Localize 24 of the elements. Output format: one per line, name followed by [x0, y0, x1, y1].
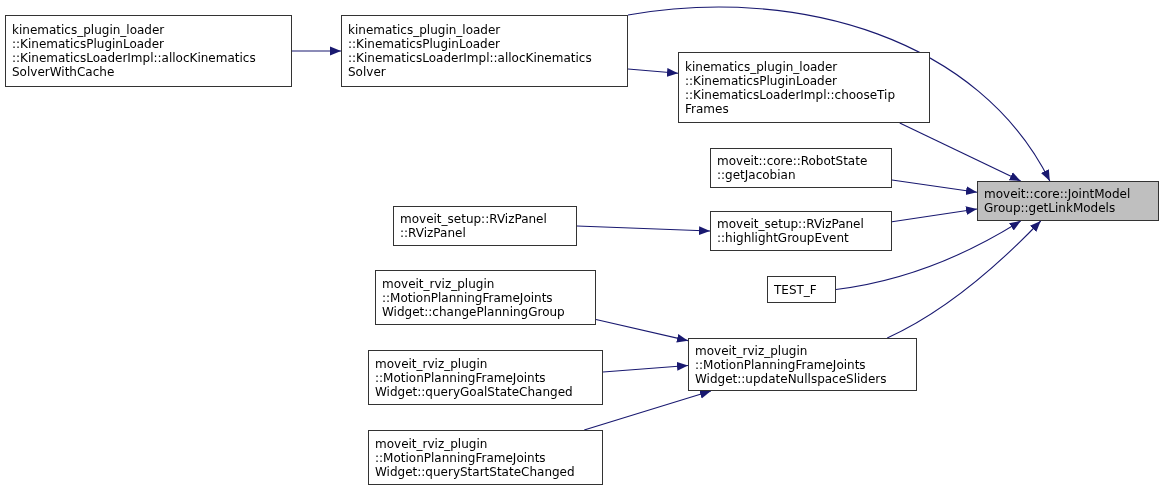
function-box: moveit_rviz_plugin ::MotionPlanningFrameJoints Widget::queryStartStateChanged: [368, 430, 603, 485]
function-box: kinematics_plugin_loader ::KinematicsPluginLoader ::KinematicsLoaderImpl::allocKinematics SolverWithCache: [5, 15, 292, 87]
function-box: moveit_rviz_plugin ::MotionPlanningFrameJoints Widget::queryGoalStateChanged: [368, 350, 603, 405]
arrow: [291, 46, 342, 56]
function-box: moveit_setup::RVizPanel ::RVizPanel: [393, 206, 577, 246]
function-box: moveit_setup::RVizPanel ::highlightGroupEvent: [710, 211, 892, 251]
function-box: moveit_rviz_plugin ::MotionPlanningFrameJoints Widget::updateNullspaceSliders: [688, 338, 917, 391]
arrow: [899, 122, 1022, 182]
arrow: [891, 179, 978, 195]
function-box: kinematics_plugin_loader ::KinematicsPluginLoader ::KinematicsLoaderImpl::allocKinematics Solver: [341, 15, 628, 87]
arrow: [627, 67, 679, 77]
arrow: [583, 390, 712, 431]
function-box: moveit_rviz_plugin ::MotionPlanningFrameJoints Widget::changePlanningGroup: [375, 270, 596, 325]
arrow: [886, 220, 1042, 339]
function-box: moveit::core::RobotState ::getJacobian: [710, 148, 892, 188]
arrow: [835, 220, 1022, 291]
function-box: kinematics_plugin_loader ::KinematicsPluginLoader ::KinematicsLoaderImpl::chooseTip Frames: [678, 52, 930, 123]
arrow: [891, 206, 978, 223]
arrow: [576, 225, 711, 235]
arrow: [595, 318, 689, 343]
highlighted-function-box: moveit::core::JointModel Group::getLinkModels: [977, 181, 1159, 221]
arrow: [602, 362, 689, 373]
function-box: TEST_F: [767, 276, 836, 303]
arrow: [627, 6, 1051, 182]
